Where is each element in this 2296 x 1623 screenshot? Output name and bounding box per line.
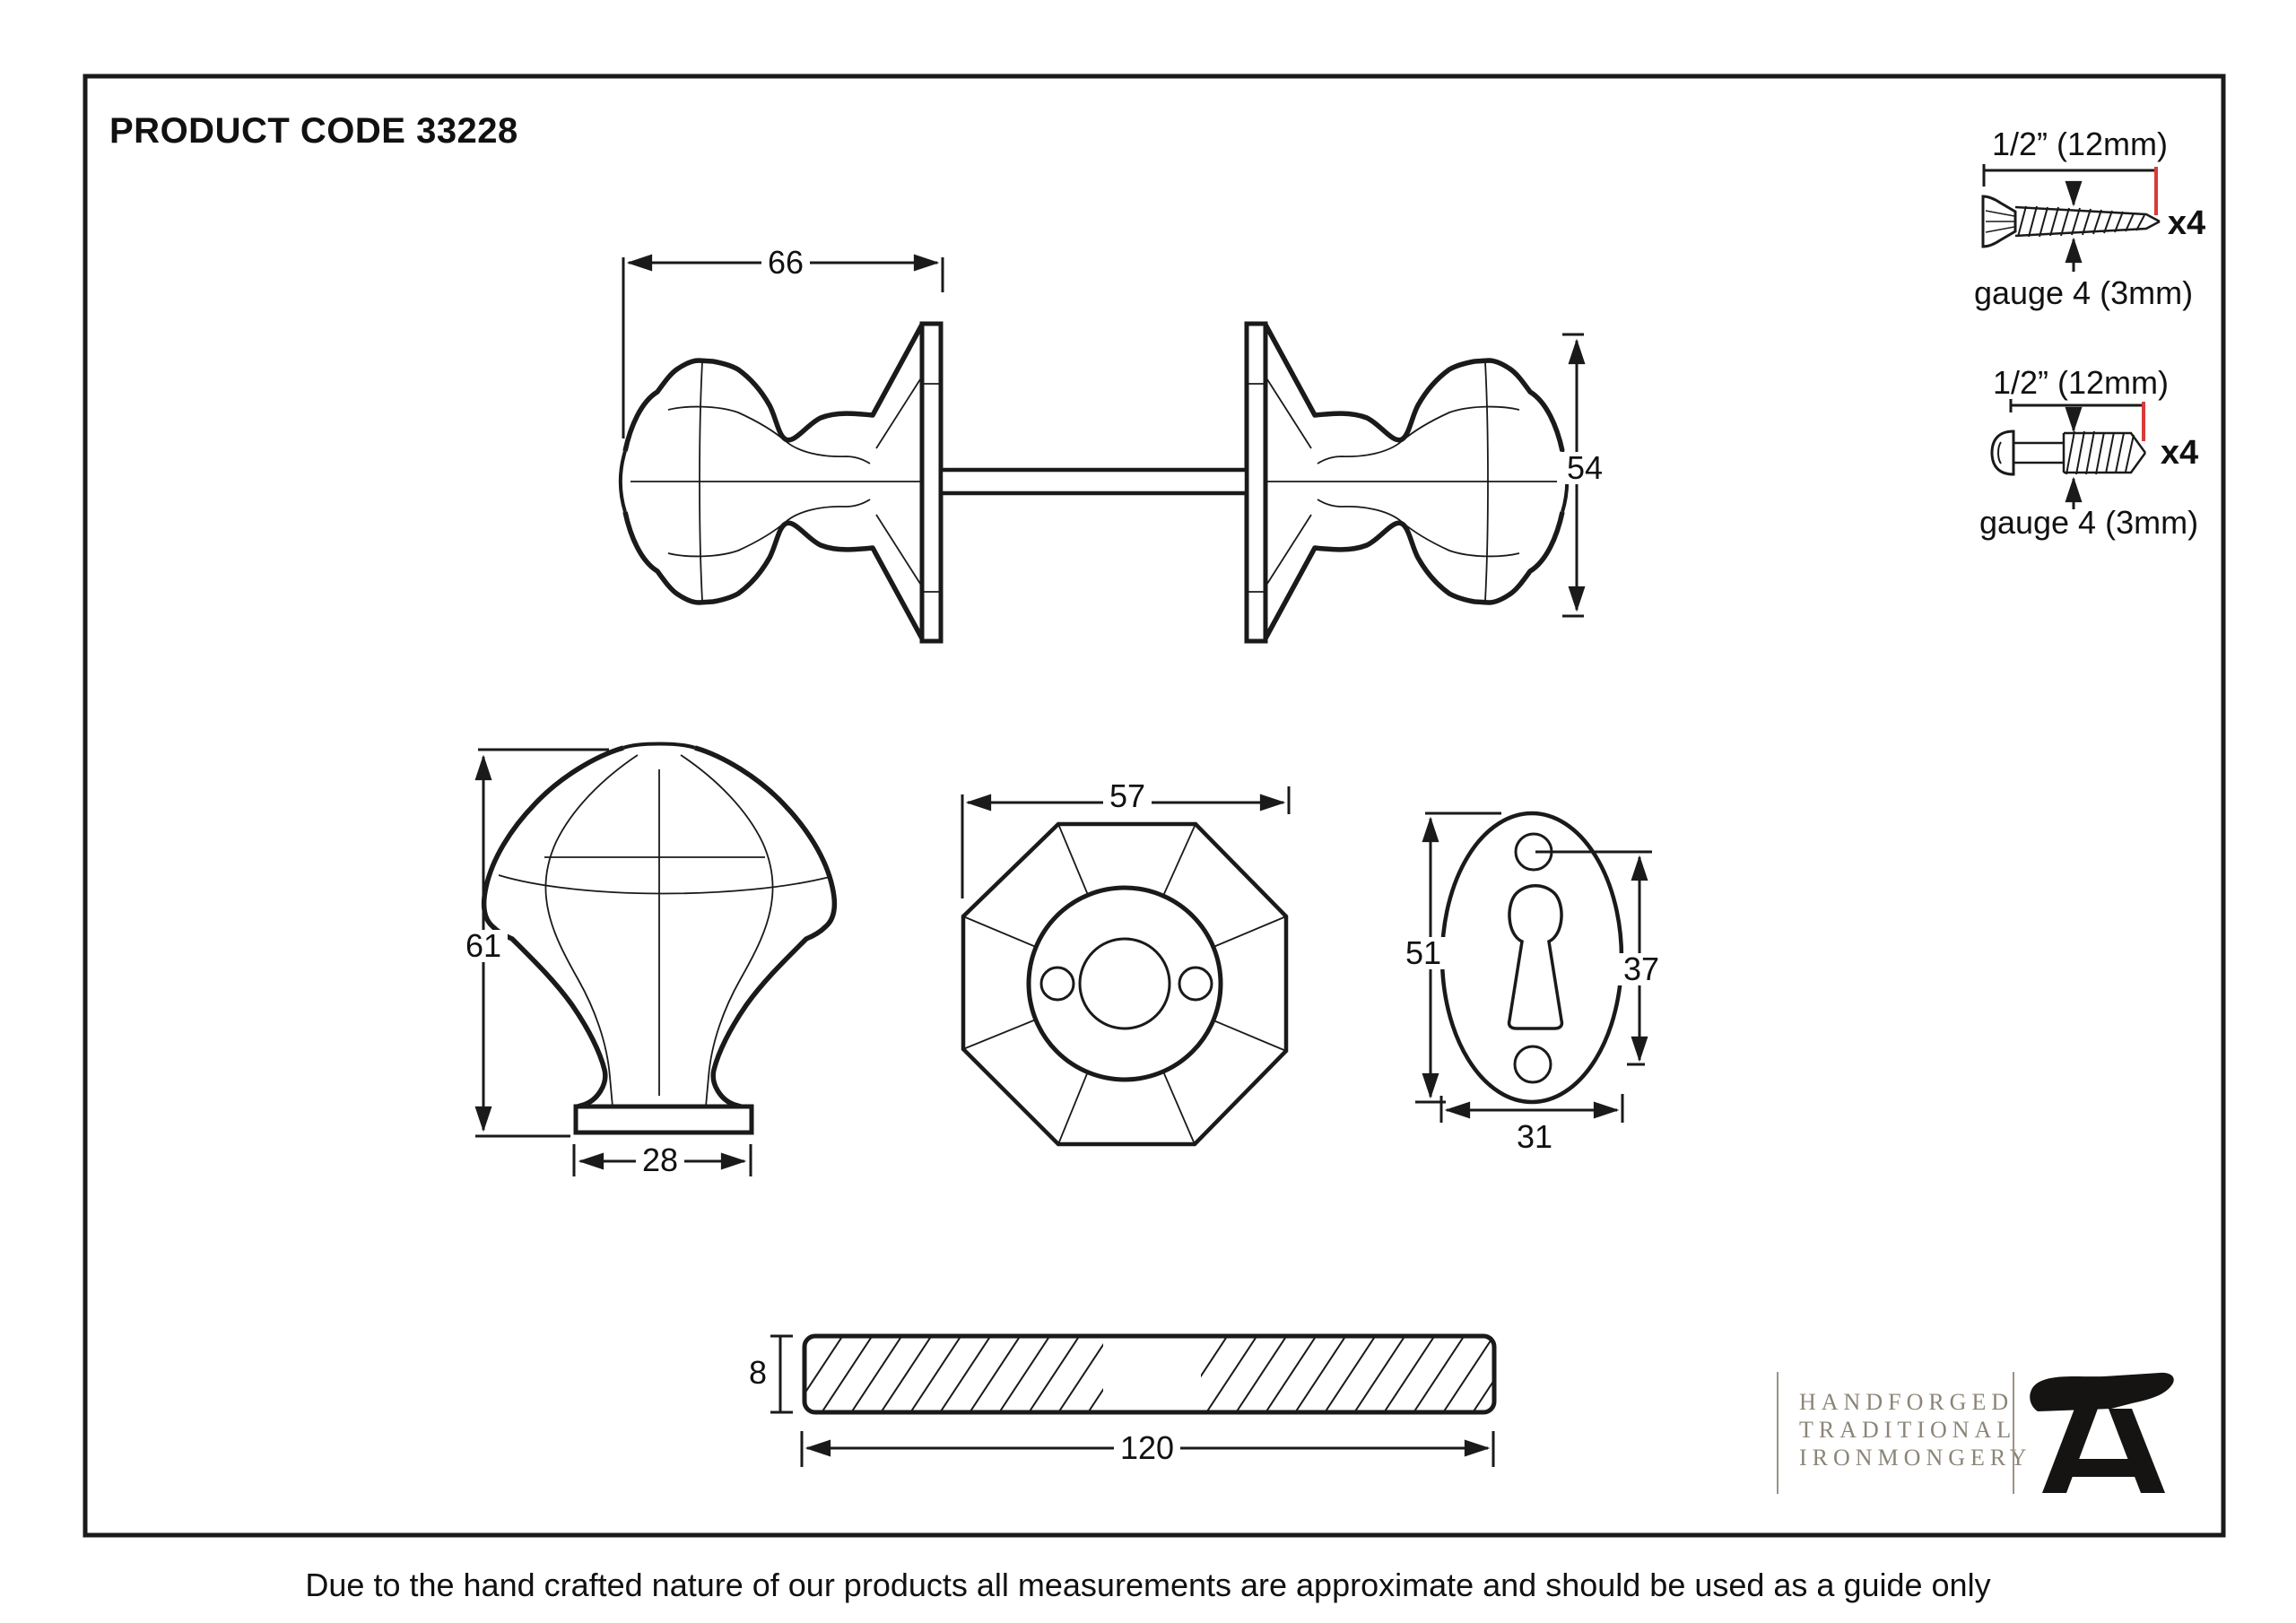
- escutcheon-screw-hole-bottom: [1513, 1045, 1552, 1084]
- screw2-gauge-label: gauge 4 (3mm): [1979, 504, 2199, 541]
- screw-thread: [2017, 205, 2145, 238]
- logo-line-3: IRONMONGERY: [1799, 1445, 2032, 1471]
- rose-drawing: [961, 786, 1291, 1147]
- logo-right-rule: [2013, 1372, 2014, 1494]
- dim-8-label: 8: [748, 1354, 768, 1391]
- screw1-qty-label: x4: [2167, 204, 2206, 242]
- dim-31-label: 31: [1516, 1118, 1553, 1155]
- logo-line-2: TRADITIONAL: [1799, 1417, 2017, 1443]
- keyhole: [1507, 884, 1564, 1030]
- dim-54-label: 54: [1560, 452, 1610, 484]
- screw2-length-label: 1/2” (12mm): [1992, 364, 2170, 401]
- screw-shank: [2013, 433, 2066, 473]
- dim-57-label: 57: [1102, 780, 1152, 812]
- anvil-logo-icon: [2030, 1372, 2174, 1493]
- dim-37-label: 37: [1616, 953, 1666, 985]
- dim-8: [770, 1334, 793, 1414]
- screw1-gauge-label: gauge 4 (3mm): [1973, 274, 2194, 311]
- screw-hole-right: [1178, 966, 1213, 1002]
- screw-thread: [2066, 430, 2135, 475]
- dim-66-label: 66: [761, 247, 811, 279]
- countersunk-screw-diagram: [1981, 164, 2161, 272]
- logo-left-rule: [1777, 1372, 1779, 1494]
- dim-28-label: 28: [635, 1144, 685, 1176]
- disclaimer-text: Due to the hand crafted nature of our pr…: [305, 1567, 1991, 1603]
- spindle-side-view: [938, 467, 1249, 496]
- dim-51-label: 51: [1398, 937, 1448, 969]
- dim-61-label: 61: [458, 930, 509, 962]
- screw-hole-left: [1039, 966, 1075, 1002]
- knob-pair-drawing: [621, 254, 1586, 641]
- screw1-length-label: 1/2” (12mm): [1991, 126, 2169, 162]
- single-knob-drawing: [474, 742, 838, 1176]
- dim-31: [1439, 1094, 1624, 1123]
- logo-wordmark: HANDFORGED TRADITIONAL IRONMONGERY: [1799, 1388, 2032, 1471]
- screw2-qty-label: x4: [2160, 434, 2199, 472]
- escutcheon-drawing: [1415, 811, 1652, 1123]
- product-code-title: PRODUCT CODE 33228: [109, 111, 518, 151]
- spindle-hole: [1078, 937, 1171, 1030]
- dim-120-label: 120: [1113, 1432, 1181, 1464]
- dim-66: [622, 254, 944, 438]
- round-head: [1990, 430, 2015, 476]
- logo-line-1: HANDFORGED: [1799, 1389, 2014, 1415]
- page-border: [83, 74, 2226, 1538]
- roundhead-screw-diagram: [1990, 399, 2147, 509]
